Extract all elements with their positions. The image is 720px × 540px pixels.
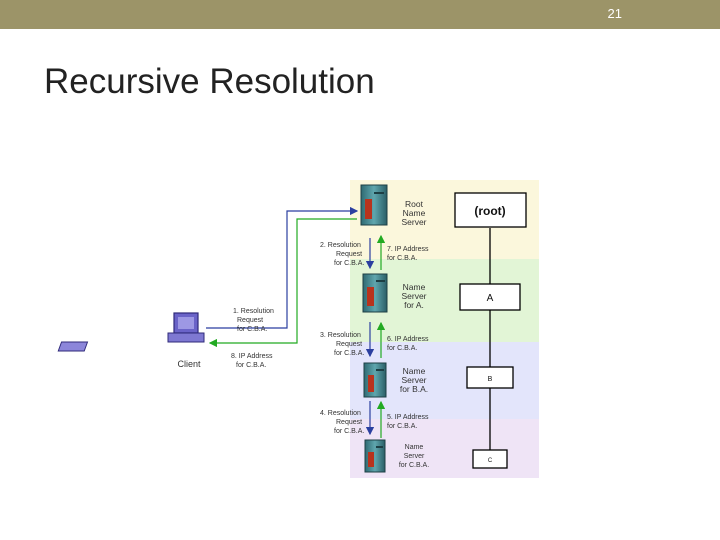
request-arrow-1	[206, 206, 359, 329]
slide-title: Recursive Resolution	[44, 62, 375, 101]
domain-label-b: B	[488, 376, 493, 383]
domain-label-c: C	[488, 458, 493, 464]
domain-box-a	[459, 283, 521, 311]
server-icon	[364, 439, 386, 473]
domain-box-root	[454, 192, 527, 228]
response-arrows	[208, 218, 386, 438]
server-icon	[363, 362, 387, 398]
computer-icon	[57, 312, 205, 352]
domain-label-a: A	[487, 293, 494, 304]
request-arrows	[206, 206, 375, 436]
domain-tree: (root) A B C	[454, 192, 527, 469]
response-arrow-8	[208, 218, 357, 348]
server-icon	[360, 184, 388, 226]
client-computer: Client	[57, 312, 205, 369]
top-bar: 21	[0, 0, 720, 29]
client-label: Client	[177, 359, 201, 369]
domain-label-root: (root)	[474, 204, 505, 218]
server-icon	[362, 273, 388, 313]
domain-box-b	[466, 366, 514, 389]
domain-box-c	[472, 449, 508, 469]
slide-number: 21	[607, 6, 622, 21]
